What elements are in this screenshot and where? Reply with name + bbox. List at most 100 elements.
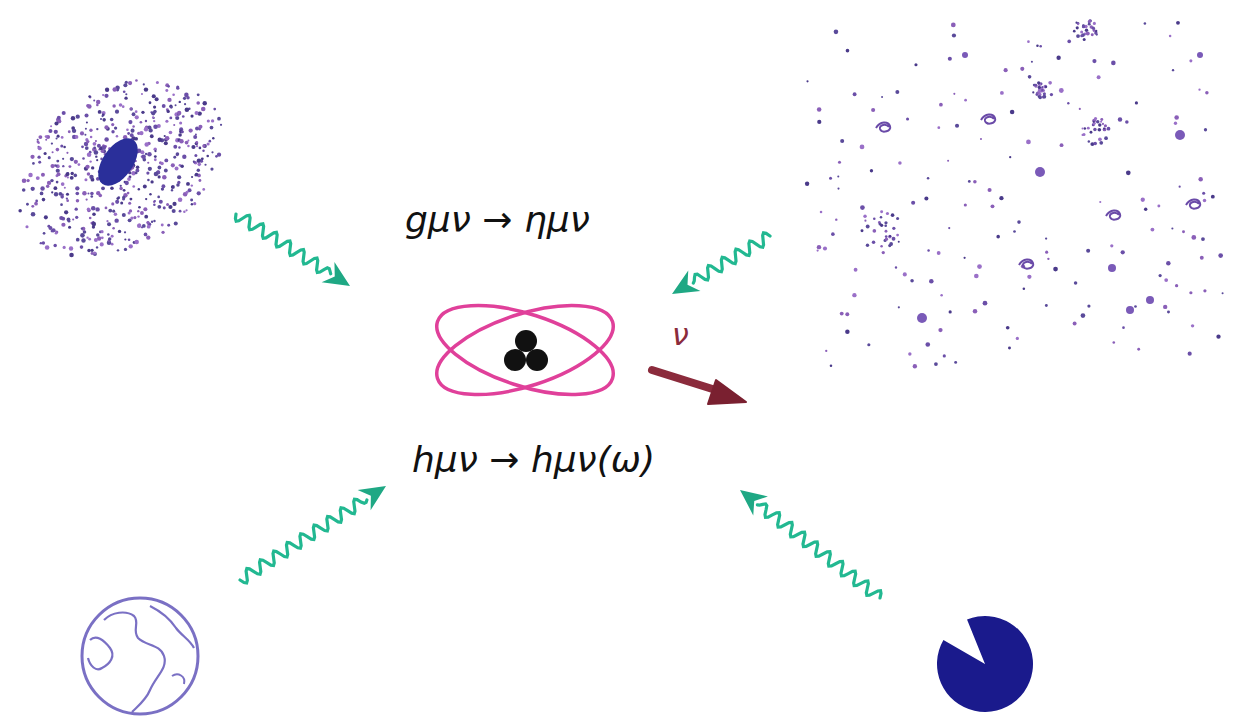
star-dot [54, 192, 58, 196]
galaxy-dot [1107, 127, 1111, 131]
star-dot [154, 172, 159, 177]
star-dot [158, 138, 162, 142]
star-dot [185, 191, 188, 194]
star-dot [68, 130, 71, 133]
galaxy-dot [840, 312, 844, 316]
neutrino-label: ν [672, 317, 689, 352]
electron-orbit [426, 287, 623, 412]
galaxy-dot [888, 235, 892, 239]
star-dot [134, 137, 138, 141]
galaxy-dot [1126, 171, 1131, 176]
star-dot [80, 233, 85, 238]
galaxy-dot [806, 80, 808, 82]
star-dot [104, 125, 108, 129]
star-dot [60, 203, 63, 206]
galaxy-dot [895, 90, 899, 94]
galaxy-dot [1085, 29, 1088, 32]
star-dot [164, 135, 166, 137]
galaxy-dot [1081, 313, 1086, 318]
star-dot [85, 165, 89, 169]
star-dot [124, 248, 127, 251]
star-dot [174, 221, 178, 225]
star-dot [111, 123, 114, 126]
star-dot [211, 151, 213, 153]
galaxy-dot [817, 245, 821, 249]
star-dot [158, 166, 162, 170]
galaxy-dot [1159, 274, 1162, 277]
star-dot [65, 172, 69, 176]
star-dot [61, 136, 64, 139]
star-dot [152, 117, 154, 119]
star-dot [147, 152, 152, 157]
star-dot [184, 103, 186, 105]
galaxy-dot [1222, 292, 1224, 294]
star-dot [200, 160, 203, 163]
star-dot [102, 118, 106, 122]
galaxy-dot [882, 251, 885, 254]
galaxy-dot [1100, 118, 1103, 121]
star-dot [96, 246, 98, 248]
star-dot [179, 210, 182, 213]
galaxy-dot [1084, 127, 1087, 130]
star-dot [114, 212, 118, 216]
galaxy-dot [1067, 102, 1069, 104]
galaxy-dot [1141, 198, 1145, 202]
galaxy-dot [891, 213, 895, 217]
star-dot [158, 175, 161, 178]
star-dot [81, 145, 84, 148]
galaxy-dot [829, 177, 832, 180]
star-dot [202, 101, 206, 105]
spiral-galaxy [1106, 210, 1120, 219]
label-slot: ν [672, 318, 689, 351]
galaxy-dot [889, 235, 891, 237]
star-dot [128, 120, 132, 124]
star-dot [95, 207, 99, 211]
galaxy-dot [1104, 124, 1107, 127]
star-dot [42, 241, 45, 244]
galaxy-dot [938, 328, 942, 332]
star-dot [84, 134, 86, 136]
star-dot [211, 119, 214, 122]
star-dot [166, 203, 169, 206]
star-dot [162, 104, 166, 108]
galaxy-dot [1099, 141, 1103, 145]
star-dot [179, 139, 184, 144]
star-dot [161, 231, 164, 234]
star-dot [78, 163, 81, 166]
galaxy-dot [943, 354, 946, 357]
star-dot [171, 163, 175, 167]
galaxy-dot [861, 229, 864, 232]
star-dot [154, 150, 156, 152]
star-dot [179, 101, 181, 103]
star-dot [38, 146, 42, 150]
galaxy-dot [1017, 220, 1021, 224]
star-dot [75, 207, 78, 210]
star-dot [111, 235, 114, 238]
star-dot [167, 110, 170, 113]
galaxy-dot [896, 234, 899, 237]
star-dot [100, 230, 103, 233]
star-dot [196, 145, 198, 147]
star-dot [93, 142, 97, 146]
galaxy-dot [1157, 205, 1160, 208]
star-dot [111, 202, 114, 205]
star-dot [122, 105, 125, 108]
galaxy-dot [1074, 281, 1077, 284]
star-dot [80, 131, 84, 135]
galaxy-dot [1137, 348, 1140, 351]
galaxy-dot [860, 205, 865, 210]
star-dot [90, 195, 93, 198]
star-dot [96, 100, 100, 104]
star-dot [152, 94, 156, 98]
star-dot [90, 136, 93, 139]
star-dot [52, 151, 54, 153]
star-dot [196, 101, 200, 105]
galaxy-dot [937, 251, 941, 255]
star-dot [48, 129, 52, 133]
star-dot [207, 119, 210, 122]
galaxy-dot [898, 161, 902, 165]
star-dot [126, 128, 129, 131]
star-dot [87, 208, 91, 212]
small-galaxy [917, 313, 927, 323]
